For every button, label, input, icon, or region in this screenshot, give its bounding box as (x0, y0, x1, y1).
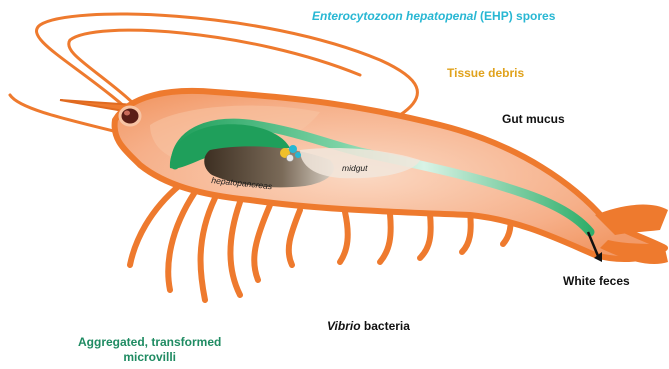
midgut-label: midgut (342, 163, 368, 173)
ehp-label-italic: Enterocytozoon hepatopenal (312, 9, 477, 23)
ehp-label: Enterocytozoon hepatopenal (EHP) spores (312, 9, 555, 24)
tissue-debris-label: Tissue debris (447, 66, 524, 81)
aggregated-line2: microvilli (78, 350, 221, 365)
vibrio-label: Vibrio bacteria (327, 319, 410, 334)
vibrio-label-italic: Vibrio (327, 319, 361, 333)
gut-mucus-label: Gut mucus (502, 112, 565, 127)
aggregated-microvilli-label: Aggregated, transformed microvilli (78, 335, 221, 365)
vibrio-label-rest: bacteria (361, 319, 410, 333)
shrimp-eye-icon (120, 107, 140, 125)
aggregated-line1: Aggregated, transformed (78, 335, 221, 350)
ehp-label-rest: (EHP) spores (477, 9, 556, 23)
white-feces-label: White feces (563, 274, 630, 289)
